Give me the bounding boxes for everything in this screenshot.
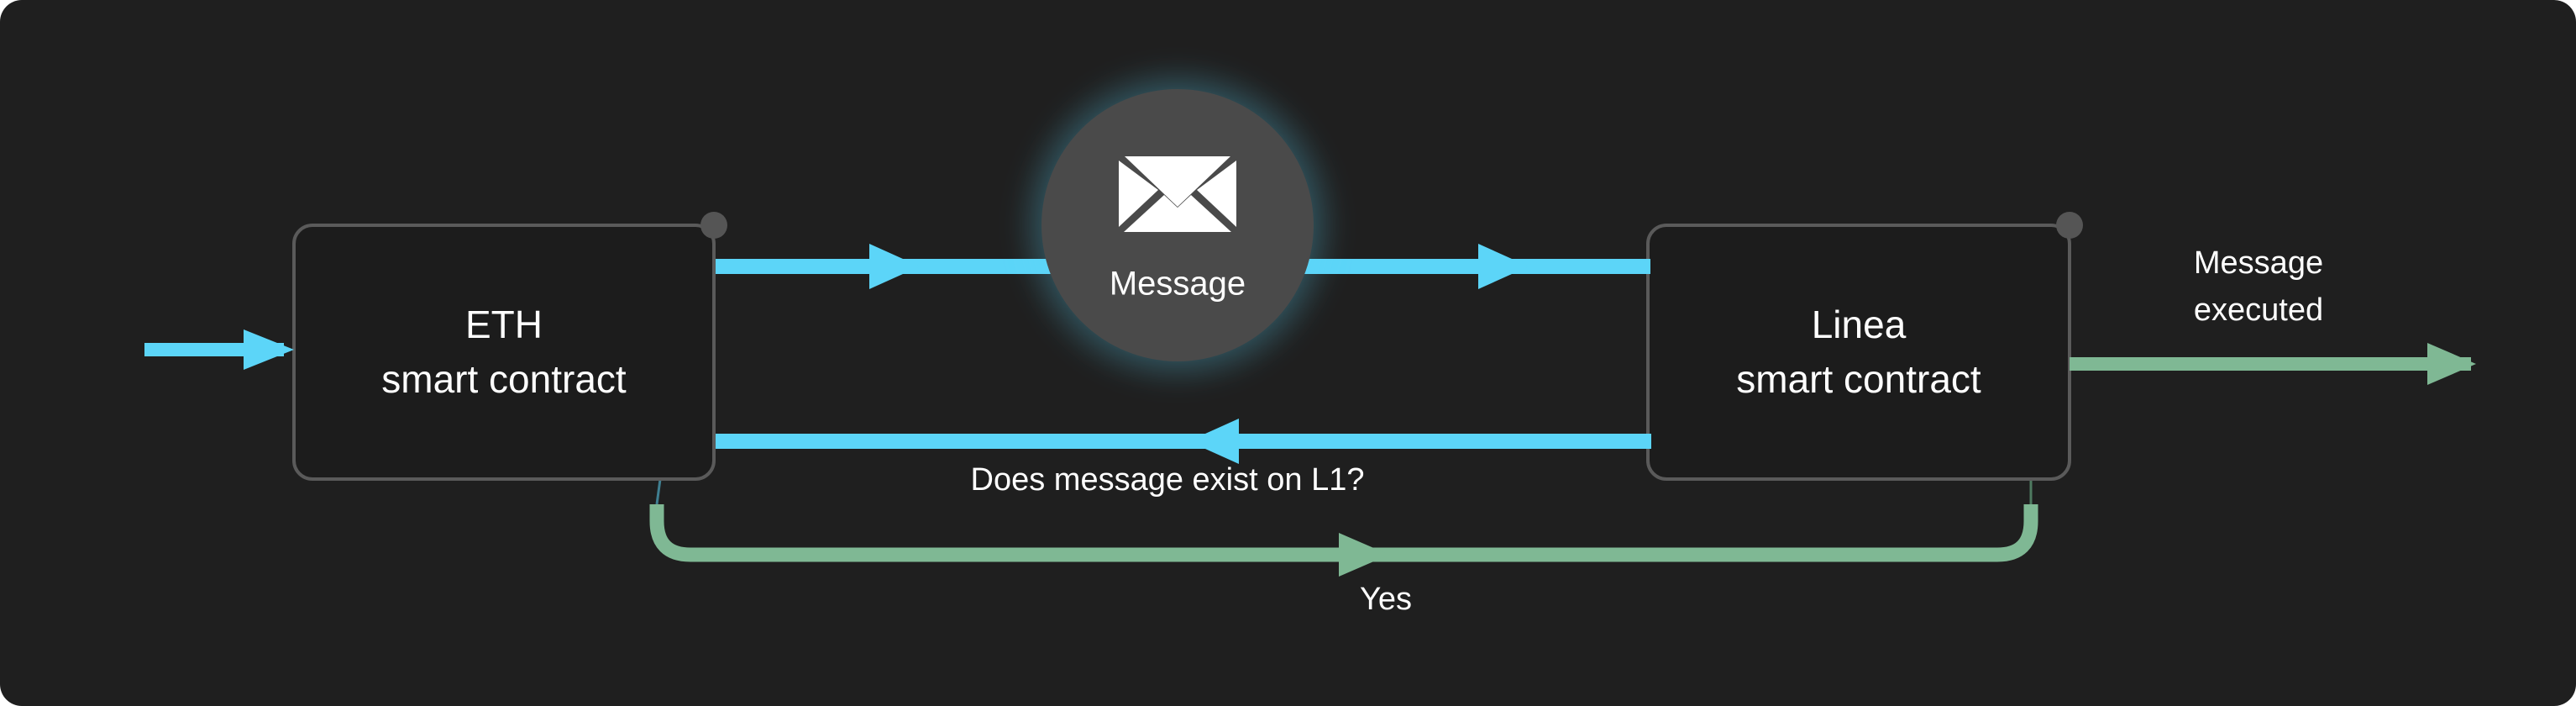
yes-loop-arrow-head-icon <box>1339 533 1389 577</box>
edge-message-to-linea <box>1298 244 1650 289</box>
linea-to-eth-query-shaft <box>716 434 1651 449</box>
message-circle-node[interactable]: Message <box>1013 61 1342 390</box>
edge-label-yes: Yes <box>1360 582 1412 617</box>
node-eth-smart-contract[interactable]: ETH smart contract <box>292 212 727 481</box>
edge-linea-to-eth-query <box>716 419 1651 464</box>
edge-label-message-executed-line1: Message <box>2194 245 2323 281</box>
input-arrow-head-icon <box>244 329 294 370</box>
edge-label-does-message-exist: Does message exist on L1? <box>971 462 1365 498</box>
message-circle-label: Message <box>1110 266 1246 303</box>
eth-box-corner-dot-icon <box>700 212 727 239</box>
message-to-linea-shaft <box>1298 259 1650 274</box>
edge-label-message-executed-line2: executed <box>2194 292 2323 328</box>
envelope-icon <box>1119 156 1236 232</box>
linea-box-rect <box>1646 224 2071 481</box>
message-to-linea-arrow-head-icon <box>1478 244 1529 289</box>
message-executed-arrow-head-icon <box>2427 343 2476 385</box>
node-linea-smart-contract[interactable]: Linea smart contract <box>1646 212 2083 481</box>
linea-box-corner-dot-icon <box>2056 212 2083 239</box>
edge-yes-loop <box>649 504 2038 577</box>
eth-box-label-line2: smart contract <box>381 357 627 401</box>
eth-box-label-line1: ETH <box>465 303 543 346</box>
edge-eth-to-message <box>716 244 1060 289</box>
eth-box-rect <box>292 224 716 481</box>
linea-to-eth-query-arrow-head-icon <box>1188 419 1239 464</box>
message-executed-shaft <box>2070 357 2471 371</box>
edge-message-executed <box>2070 343 2476 385</box>
linea-box-label-line1: Linea <box>1812 303 1907 346</box>
linea-box-label-line2: smart contract <box>1736 357 1981 401</box>
edge-input-arrow <box>144 329 294 370</box>
eth-to-message-arrow-head-icon <box>869 244 920 289</box>
